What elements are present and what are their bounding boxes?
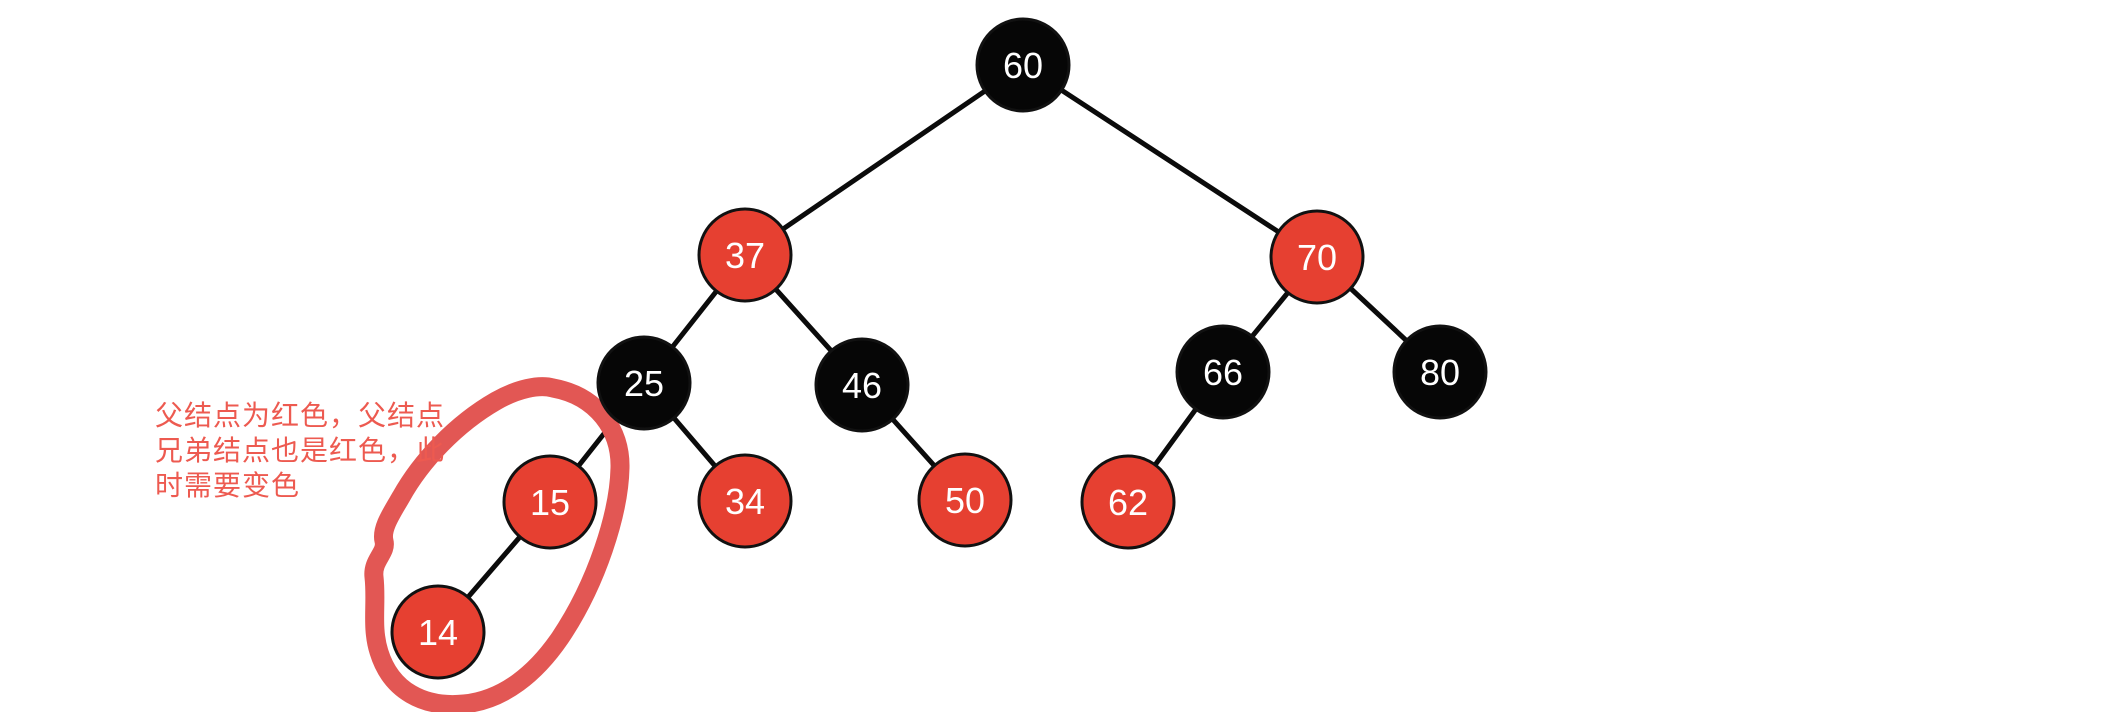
node-circle-black bbox=[814, 337, 910, 433]
tree-node-80: 80 bbox=[1392, 324, 1488, 420]
tree-node-70: 70 bbox=[1269, 209, 1365, 305]
annotation-line-3: 时需要变色 bbox=[155, 469, 301, 502]
node-circle-red bbox=[1080, 454, 1176, 550]
node-circle-red bbox=[502, 454, 598, 550]
tree-node-34: 34 bbox=[697, 453, 793, 549]
tree-node-50: 50 bbox=[917, 452, 1013, 548]
node-circle-red bbox=[390, 584, 486, 680]
tree-node-15: 15 bbox=[502, 454, 598, 550]
node-label: 50 bbox=[945, 480, 985, 521]
node-circle-black bbox=[1175, 324, 1271, 420]
node-label: 34 bbox=[725, 481, 765, 522]
node-label: 25 bbox=[624, 363, 664, 404]
node-circle-black bbox=[596, 335, 692, 431]
tree-node-25: 25 bbox=[596, 335, 692, 431]
tree-node-14: 14 bbox=[390, 584, 486, 680]
tree-node-46: 46 bbox=[814, 337, 910, 433]
node-label: 37 bbox=[725, 235, 765, 276]
node-label: 15 bbox=[530, 482, 570, 523]
node-circle-red bbox=[697, 207, 793, 303]
node-label: 14 bbox=[418, 612, 458, 653]
annotation-line-1: 父结点为红色，父结点 bbox=[155, 399, 446, 432]
node-circle-black bbox=[975, 17, 1071, 113]
annotation-text-block: 父结点为红色，父结点 兄弟结点也是红色，此 时需要变色 bbox=[155, 398, 485, 503]
highlight-loop-annotation bbox=[364, 377, 630, 712]
node-label: 70 bbox=[1297, 237, 1337, 278]
node-label: 62 bbox=[1108, 482, 1148, 523]
annotation-line-2: 兄弟结点也是红色，此 bbox=[155, 434, 446, 467]
node-label: 80 bbox=[1420, 352, 1460, 393]
node-circle-red bbox=[1269, 209, 1365, 305]
tree-node-37: 37 bbox=[697, 207, 793, 303]
tree-edge-60-70 bbox=[1020, 62, 1320, 260]
node-circle-red bbox=[917, 452, 1013, 548]
node-circle-red bbox=[697, 453, 793, 549]
node-label: 60 bbox=[1003, 45, 1043, 86]
node-label: 46 bbox=[842, 365, 882, 406]
tree-node-62: 62 bbox=[1080, 454, 1176, 550]
tree-node-66: 66 bbox=[1175, 324, 1271, 420]
tree-node-60: 60 bbox=[975, 17, 1071, 113]
node-label: 66 bbox=[1203, 352, 1243, 393]
node-circle-black bbox=[1392, 324, 1488, 420]
tree-edge-60-37 bbox=[742, 62, 1026, 258]
